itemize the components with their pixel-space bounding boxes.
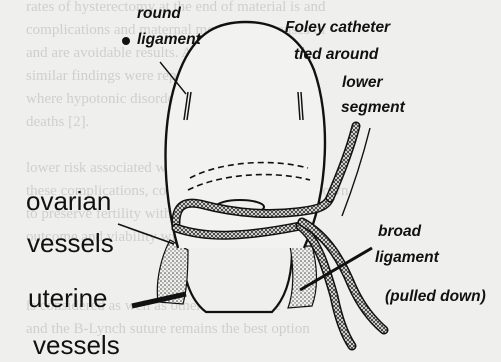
lower-segment-label: segment: [341, 100, 405, 116]
uterine-vessels-label: vessels: [33, 332, 120, 358]
round-ligament-label: ligament: [137, 32, 201, 48]
broad-ligament-label: broad: [378, 224, 421, 240]
uterine-vessels-label: uterine: [28, 285, 108, 311]
round-ligament-dot: [122, 37, 130, 45]
foley-catheter-label: Foley catheter: [285, 20, 390, 36]
ovarian-vessels-leader: [118, 224, 174, 244]
ovarian-vessels-label: ovarian: [26, 188, 111, 214]
right-broad-ligament: [288, 246, 317, 308]
ovarian-vessels-label: vessels: [27, 230, 114, 256]
round-ligament-label: round: [137, 6, 181, 22]
cervix-outline: [183, 250, 292, 312]
broad-ligament-label: ligament: [375, 250, 439, 266]
lower-segment-label: lower: [342, 75, 382, 91]
foley-catheter-label: tied around: [294, 47, 378, 63]
pulled-down-label: (pulled down): [385, 289, 486, 305]
